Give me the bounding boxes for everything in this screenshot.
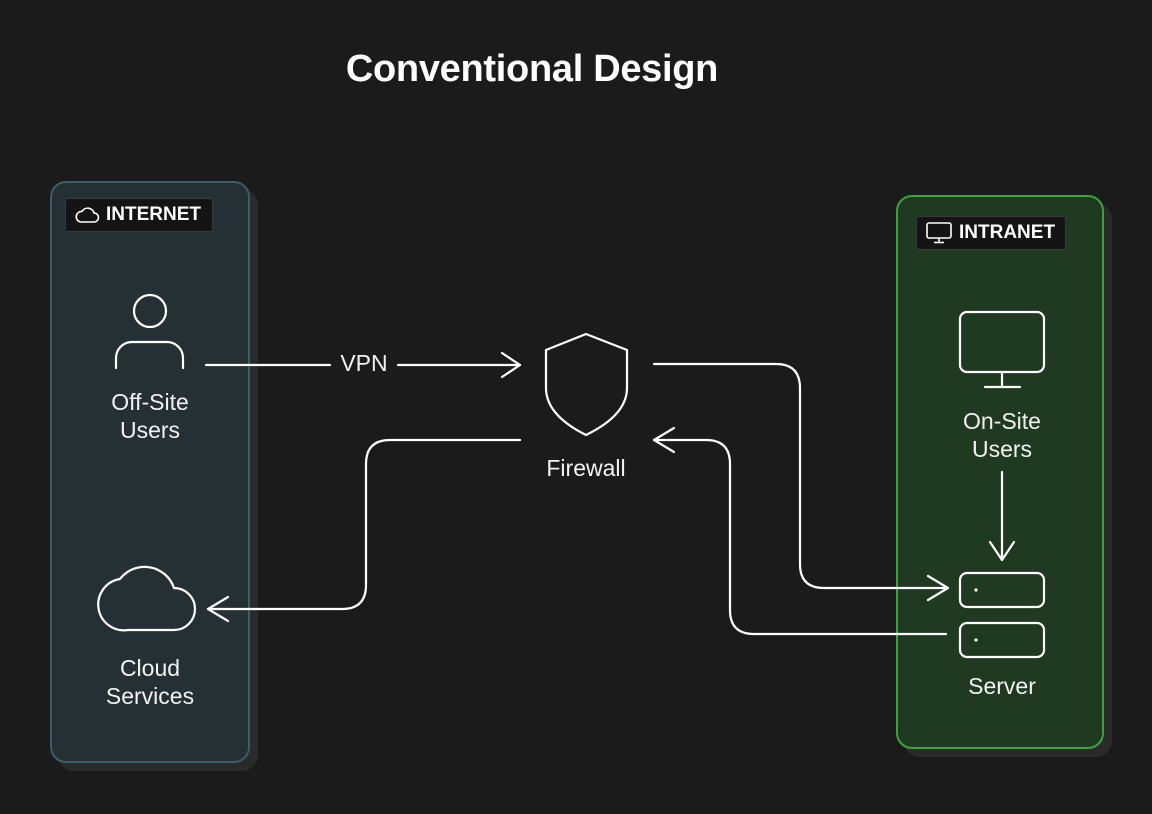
firewall-to-server-arrow bbox=[652, 362, 950, 602]
cloud-icon bbox=[97, 565, 197, 632]
server-to-firewall-arrow bbox=[652, 426, 948, 636]
offsite-users-label: Off-Site Users bbox=[111, 389, 189, 443]
vpn-label: VPN bbox=[340, 350, 388, 376]
cloud-icon bbox=[75, 207, 100, 223]
diagram-title: Conventional Design bbox=[345, 48, 719, 90]
intranet-tag-label: INTRANET bbox=[959, 222, 1056, 243]
shield-icon bbox=[544, 332, 629, 437]
user-icon bbox=[114, 293, 185, 370]
internet-tag: INTERNET bbox=[65, 198, 213, 232]
monitor-icon bbox=[958, 310, 1046, 389]
firewall-to-cloud-arrow bbox=[206, 438, 522, 623]
server-status-dots bbox=[974, 588, 978, 642]
onsite-users-label: On-Site Users bbox=[963, 408, 1041, 462]
cloud-services-label: Cloud Services bbox=[105, 655, 195, 709]
server-label: Server bbox=[968, 673, 1036, 699]
server-icon bbox=[958, 571, 1046, 659]
internet-tag-label: INTERNET bbox=[106, 204, 201, 225]
firewall-label: Firewall bbox=[546, 455, 626, 481]
intranet-tag: INTRANET bbox=[916, 216, 1066, 250]
onsite-to-server-arrow bbox=[988, 470, 1016, 562]
vpn-arrow bbox=[204, 351, 522, 379]
internet-zone bbox=[50, 181, 250, 763]
monitor-icon bbox=[926, 222, 952, 244]
